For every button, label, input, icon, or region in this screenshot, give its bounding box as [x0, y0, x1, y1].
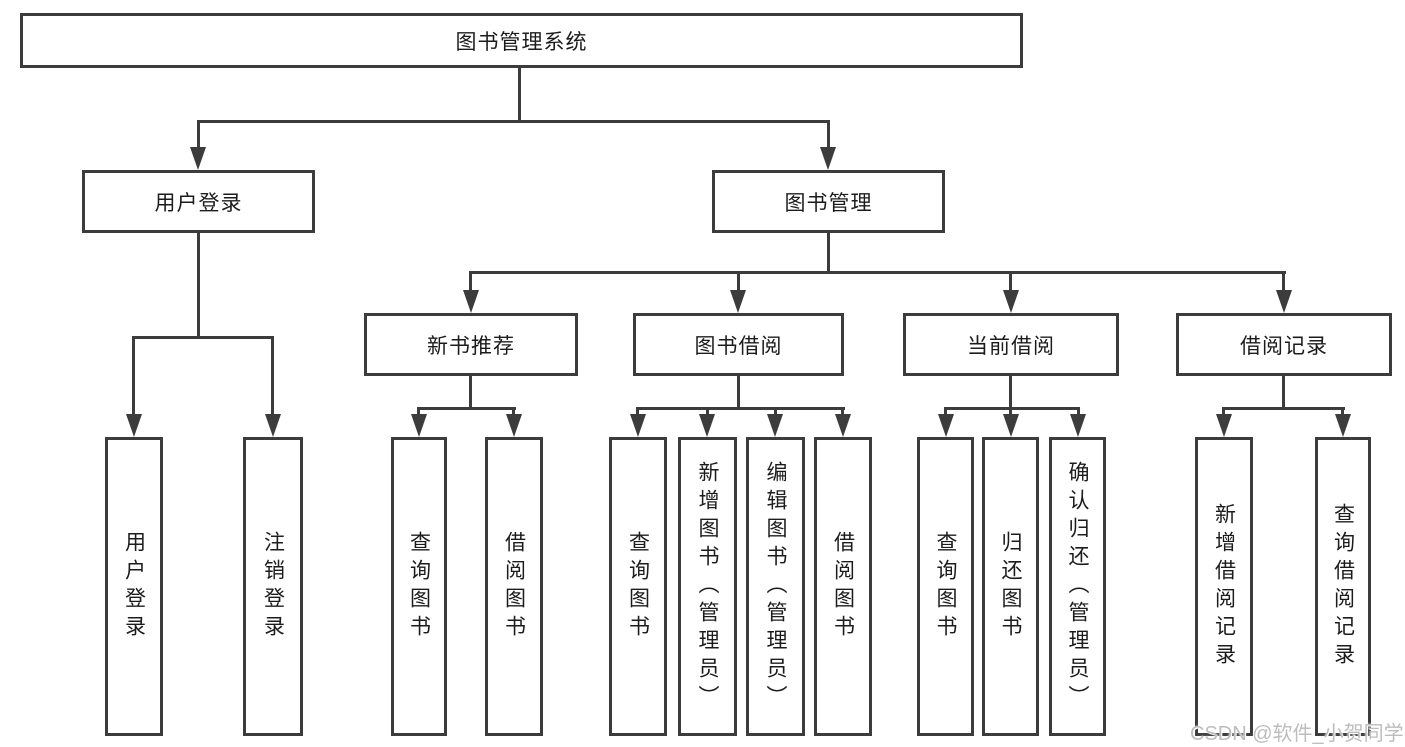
connector-line — [737, 376, 740, 407]
node-borrow-records: 借阅记录 — [1176, 313, 1392, 376]
connector-line — [1282, 376, 1285, 407]
arrow-down-icon — [1335, 414, 1351, 437]
connector-line — [827, 120, 830, 150]
leaf-borrow-edit-book-admin-label: 编辑图书（管理员） — [764, 460, 787, 713]
connector-line — [197, 120, 830, 123]
connector-line — [512, 407, 515, 417]
connector-line — [774, 407, 777, 417]
leaf-user-login-label: 用户登录 — [122, 530, 146, 643]
connector-line — [706, 407, 709, 417]
arrow-down-icon — [630, 414, 646, 437]
connector-line — [1222, 407, 1225, 417]
leaf-borrow-add-book-admin-label: 新增图书（管理员） — [696, 460, 719, 713]
arrow-down-icon — [1216, 414, 1232, 437]
connector-line — [1282, 271, 1285, 293]
connector-line — [1009, 376, 1012, 407]
connector-line — [1077, 407, 1080, 417]
arrow-down-icon — [1003, 290, 1019, 313]
leaf-recommend-borrow-book: 借阅图书 — [485, 437, 543, 736]
leaf-recommend-query-book: 查询图书 — [391, 437, 447, 736]
connector-line — [197, 233, 200, 336]
leaf-logout-label: 注销登录 — [261, 530, 285, 643]
connector-line — [469, 376, 472, 407]
leaf-records-query-record-label: 查询借阅记录 — [1331, 502, 1355, 671]
leaf-borrow-query-book: 查询图书 — [609, 437, 667, 736]
arrow-down-icon — [699, 414, 715, 437]
leaf-current-confirm-return-admin-label: 确认归还（管理员） — [1066, 460, 1089, 713]
connector-line — [636, 407, 639, 417]
leaf-records-add-record: 新增借阅记录 — [1195, 437, 1253, 736]
node-current-borrow-label: 当前借阅 — [967, 334, 1055, 358]
node-new-book-recommend: 新书推荐 — [364, 313, 578, 376]
connector-line — [132, 336, 274, 339]
connector-line — [1009, 271, 1012, 293]
arrow-down-icon — [1070, 414, 1086, 437]
leaf-current-query-book-label: 查询图书 — [934, 530, 957, 643]
connector-line — [518, 68, 521, 120]
connector-line — [827, 233, 830, 271]
connector-line — [197, 120, 200, 150]
connector-line — [469, 271, 1286, 274]
arrow-down-icon — [1003, 414, 1019, 437]
connector-line — [944, 407, 1080, 410]
leaf-borrow-borrow-book-label: 借阅图书 — [831, 530, 855, 643]
leaf-logout: 注销登录 — [243, 437, 303, 736]
connector-line — [1341, 407, 1344, 417]
arrow-down-icon — [506, 414, 522, 437]
connector-line — [271, 336, 274, 416]
node-book-borrow: 图书借阅 — [633, 313, 844, 376]
leaf-recommend-query-book-label: 查询图书 — [407, 530, 431, 643]
csdn-watermark: CSDN @软件_小贺同学 — [1190, 723, 1404, 745]
connector-line — [841, 407, 844, 417]
leaf-current-return-book: 归还图书 — [982, 437, 1039, 736]
node-current-borrow: 当前借阅 — [903, 313, 1119, 376]
connector-line — [737, 271, 740, 293]
arrow-down-icon — [126, 414, 142, 437]
arrow-down-icon — [730, 290, 746, 313]
arrow-down-icon — [835, 414, 851, 437]
connector-line — [132, 336, 135, 416]
leaf-current-return-book-label: 归还图书 — [999, 530, 1022, 643]
leaf-records-add-record-label: 新增借阅记录 — [1212, 502, 1236, 671]
leaf-borrow-query-book-label: 查询图书 — [626, 530, 650, 643]
node-book-borrow-label: 图书借阅 — [694, 334, 783, 358]
leaf-current-confirm-return-admin: 确认归还（管理员） — [1049, 437, 1106, 736]
node-user-login: 用户登录 — [82, 170, 315, 233]
arrow-down-icon — [190, 147, 206, 170]
node-root: 图书管理系统 — [20, 13, 1023, 68]
connector-line — [417, 407, 420, 417]
node-root-label: 图书管理系统 — [455, 30, 588, 54]
leaf-current-query-book: 查询图书 — [917, 437, 974, 736]
leaf-borrow-borrow-book: 借阅图书 — [814, 437, 872, 736]
leaf-borrow-add-book-admin: 新增图书（管理员） — [678, 437, 737, 736]
node-borrow-records-label: 借阅记录 — [1240, 334, 1328, 358]
connector-line — [1009, 407, 1012, 417]
arrow-down-icon — [463, 290, 479, 313]
node-user-login-label: 用户登录 — [154, 191, 243, 215]
leaf-recommend-borrow-book-label: 借阅图书 — [502, 530, 526, 643]
node-book-management: 图书管理 — [712, 170, 945, 233]
connector-line — [469, 271, 472, 293]
connector-line — [944, 407, 947, 417]
node-book-management-label: 图书管理 — [784, 191, 873, 215]
leaf-borrow-edit-book-admin: 编辑图书（管理员） — [746, 437, 805, 736]
arrow-down-icon — [938, 414, 954, 437]
arrow-down-icon — [820, 147, 836, 170]
arrow-down-icon — [411, 414, 427, 437]
leaf-user-login: 用户登录 — [105, 437, 163, 736]
connector-line — [1222, 407, 1345, 410]
leaf-records-query-record: 查询借阅记录 — [1315, 437, 1371, 736]
arrow-down-icon — [767, 414, 783, 437]
connector-line — [636, 407, 845, 410]
connector-line — [417, 407, 516, 410]
arrow-down-icon — [265, 414, 281, 437]
arrow-down-icon — [1276, 290, 1292, 313]
node-new-book-recommend-label: 新书推荐 — [427, 334, 515, 358]
